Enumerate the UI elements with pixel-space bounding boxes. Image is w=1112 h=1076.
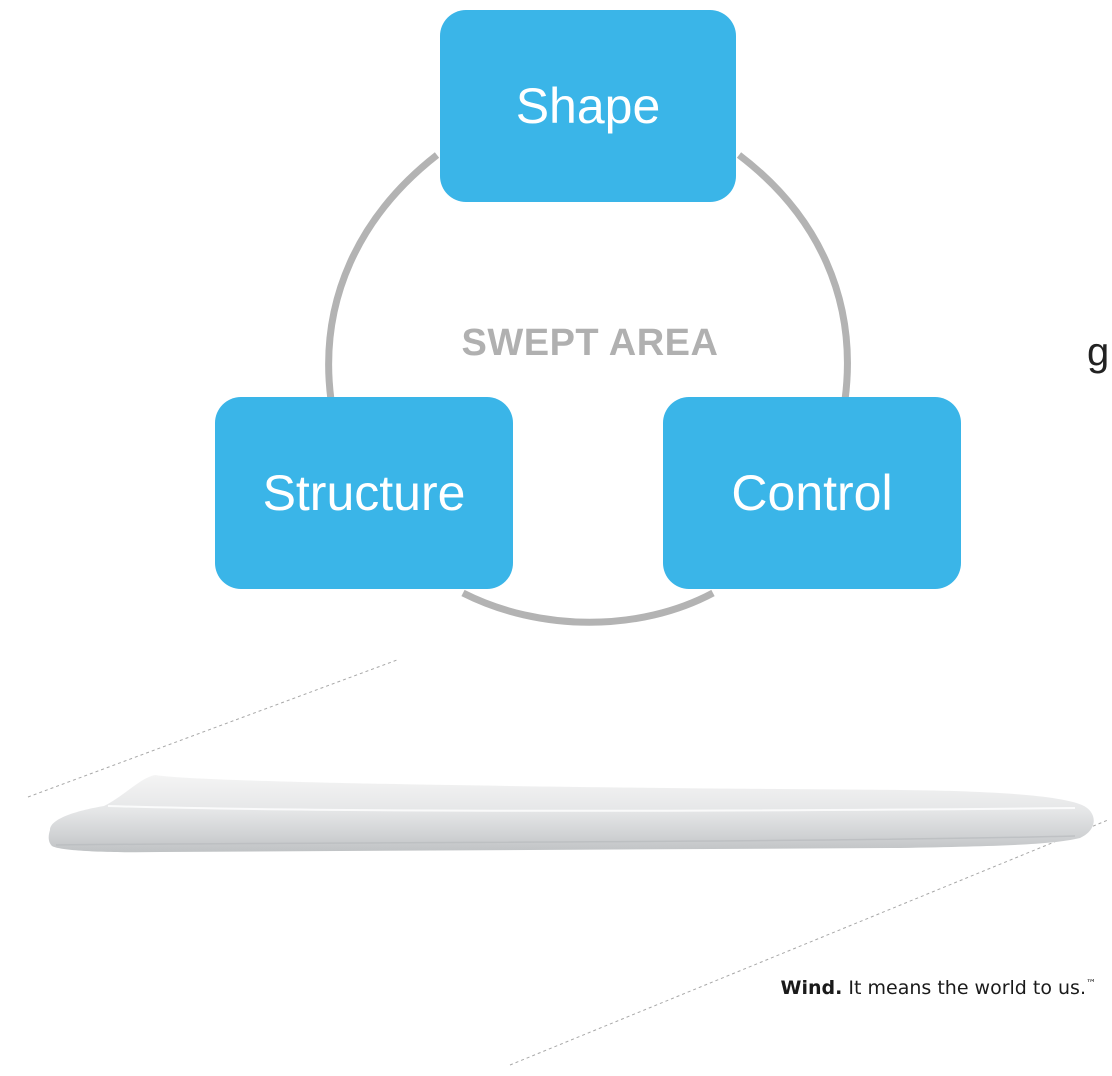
trademark-symbol: ™ (1086, 978, 1096, 990)
arc-shape-to-structure (325, 152, 440, 401)
brand-tagline: Wind. It means the world to us.™ (781, 977, 1096, 999)
node-control: Control (663, 397, 961, 589)
cropped-text-fragment: g (1087, 330, 1110, 374)
tagline-text: It means the world to us. (842, 977, 1086, 999)
arc-shape-to-control (736, 152, 851, 401)
node-structure: Structure (215, 397, 513, 589)
projection-line-upper (27, 659, 398, 798)
swept-area-label: SWEPT AREA (461, 322, 719, 364)
tagline-bold: Wind. (780, 977, 843, 999)
cycle-arcs (325, 152, 851, 626)
node-shape: Shape (440, 10, 736, 202)
projection-lines (27, 659, 1109, 1066)
projection-line-lower (509, 819, 1109, 1066)
turbine-blade (48, 775, 1094, 853)
arc-structure-to-control (461, 589, 715, 626)
